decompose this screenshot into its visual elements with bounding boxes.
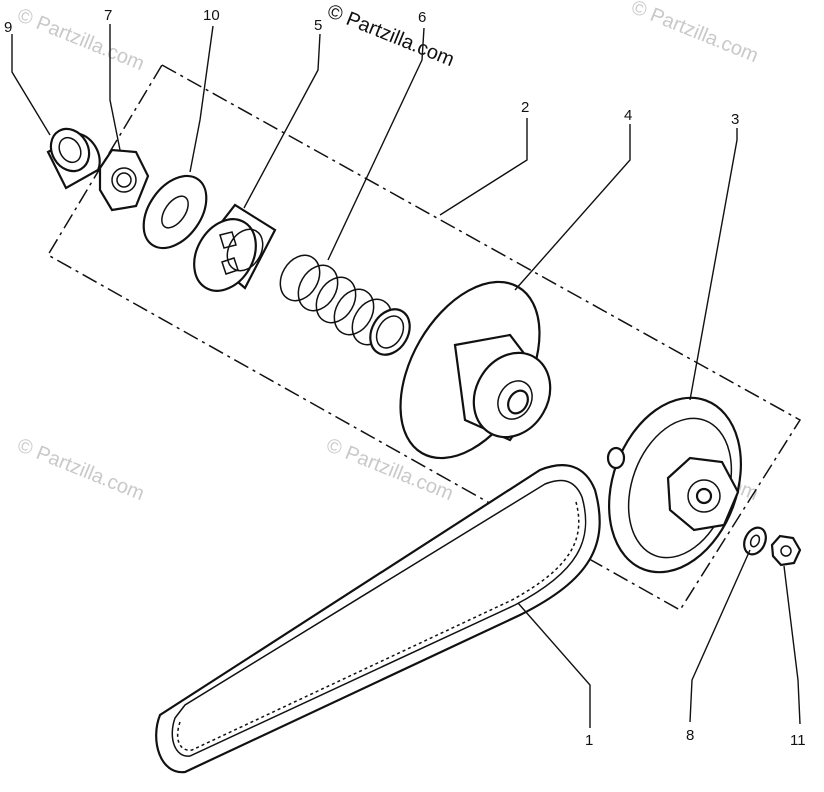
callout-10: 10 — [203, 7, 220, 24]
callout-2: 2 — [521, 99, 529, 116]
leader-7 — [109, 24, 121, 151]
leader-5 — [243, 33, 321, 209]
leader-9 — [11, 34, 51, 136]
callout-11: 11 — [790, 732, 806, 749]
part-11-nut — [770, 534, 802, 567]
leader-11 — [783, 565, 801, 725]
part-4-movable-sheave — [399, 280, 552, 460]
part-6-spring — [279, 254, 411, 356]
callout-4: 4 — [624, 107, 632, 124]
leader-2 — [439, 118, 528, 216]
assembly-outline — [46, 64, 802, 612]
part-3-fixed-sheave — [606, 396, 742, 574]
callout-5: 5 — [314, 17, 322, 34]
leader-1 — [517, 602, 591, 728]
leader-6 — [327, 27, 425, 261]
callout-labels: 9 7 10 5 6 2 4 3 1 8 11 — [4, 7, 806, 749]
callout-9: 9 — [4, 19, 12, 36]
watermark-top-left: © Partzilla.com — [14, 4, 147, 75]
leader-3 — [689, 128, 738, 401]
callout-1: 1 — [585, 732, 593, 749]
leader-4 — [514, 124, 631, 291]
callout-3: 3 — [731, 111, 739, 128]
part-8-washer — [743, 526, 767, 556]
callout-6: 6 — [418, 9, 426, 26]
part-5-cam — [193, 203, 277, 292]
part-10-washer — [142, 174, 208, 250]
callout-7: 7 — [104, 7, 112, 24]
part-1-v-belt — [155, 464, 601, 774]
callout-8: 8 — [686, 727, 694, 744]
part-7-nut — [98, 148, 150, 212]
part-9-seal — [46, 127, 101, 190]
leader-8 — [689, 549, 751, 723]
watermark-mid-left: © Partzilla.com — [14, 434, 147, 505]
leader-10 — [189, 25, 214, 173]
watermark-main: © Partzilla.com — [324, 0, 457, 71]
leader-lines — [11, 24, 801, 728]
watermark-top-right: © Partzilla.com — [628, 0, 761, 67]
